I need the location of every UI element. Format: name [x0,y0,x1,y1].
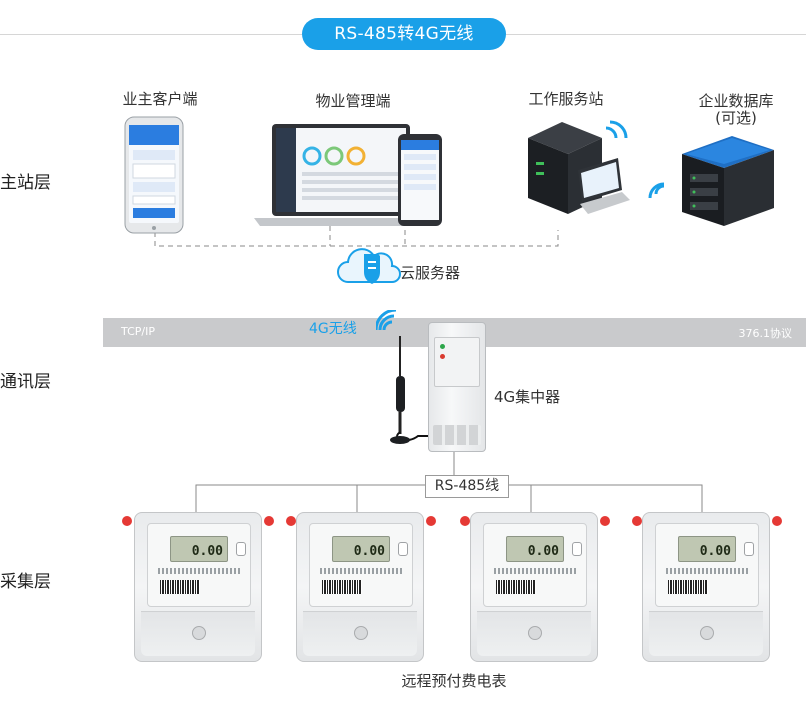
meter-body: 0.00 [296,512,424,662]
meter-terminal-cover [649,611,763,656]
meter-terminal-cover [303,611,417,656]
title-divider-right [506,34,806,35]
meter-display: 0.00 [506,536,564,562]
cloud-server-label: 云服务器 [400,264,461,282]
meters-caption: 远程预付费电表 [401,672,507,690]
seal-1-right [264,516,274,526]
enterprise-db-note: (可选) [715,109,757,127]
meter-indicator-strip [666,568,748,574]
wireless-label: 4G无线 [309,321,357,337]
meter-indicator-strip [320,568,402,574]
diagram-title: RS-485转4G无线 [302,18,506,50]
layer-label-collect: 采集层 [0,572,51,592]
concentrator-device [428,322,486,452]
meter-4: 0.00 [642,512,770,662]
concentrator-terminals [433,425,481,445]
cloud-server-icon [337,248,401,284]
meter-body: 0.00 [470,512,598,662]
meter-body: 0.00 [134,512,262,662]
meter-terminal-cover [477,611,591,656]
barcode-icon [322,580,362,594]
seal-1-left [122,516,132,526]
meter-indicator-strip [494,568,576,574]
laptop-icon [254,124,442,226]
power-led [440,344,445,349]
meter-2: 0.00 [296,512,424,662]
phone-icon [124,116,184,234]
seal-2-left [286,516,296,526]
rs485-bus-label: RS-485线 [425,475,509,498]
enterprise-db-label: 企业数据库 [698,92,774,110]
seal-3-right [600,516,610,526]
database-icon [648,136,774,226]
meter-indicator-strip [158,568,240,574]
seal-4-left [632,516,642,526]
workstation-icon [528,120,630,214]
antenna-icon [390,336,428,444]
meter-3: 0.00 [470,512,598,662]
meter-face: 0.00 [483,523,587,607]
seal-4-right [772,516,782,526]
barcode-icon [496,580,536,594]
owner-client-label: 业主客户端 [122,90,198,108]
seal-2-right [426,516,436,526]
concentrator-label: 4G集中器 [494,388,561,406]
screw-icon [192,626,206,640]
meter-knob-icon [744,542,754,556]
signal-led [440,354,445,359]
meter-display: 0.00 [170,536,228,562]
band-right-label: 376.1协议 [738,327,793,340]
meter-display: 0.00 [678,536,736,562]
screw-icon [354,626,368,640]
seal-3-left [460,516,470,526]
screw-icon [700,626,714,640]
meter-body: 0.00 [642,512,770,662]
meter-knob-icon [236,542,246,556]
band-left-label: TCP/IP [121,325,155,338]
layer-label-master: 主站层 [0,173,51,193]
workstation-label: 工作服务站 [528,90,604,108]
barcode-icon [160,580,200,594]
screw-icon [528,626,542,640]
meter-1: 0.00 [134,512,262,662]
meter-display: 0.00 [332,536,390,562]
meter-face: 0.00 [655,523,759,607]
meter-terminal-cover [141,611,255,656]
layer-label-comm: 通讯层 [0,372,51,392]
property-mgmt-label: 物业管理端 [315,92,391,110]
meter-face: 0.00 [309,523,413,607]
wifi-icon [376,310,397,331]
barcode-icon [668,580,708,594]
meter-face: 0.00 [147,523,251,607]
title-divider-left [0,34,302,35]
meter-knob-icon [572,542,582,556]
concentrator-panel [434,337,480,387]
meter-knob-icon [398,542,408,556]
